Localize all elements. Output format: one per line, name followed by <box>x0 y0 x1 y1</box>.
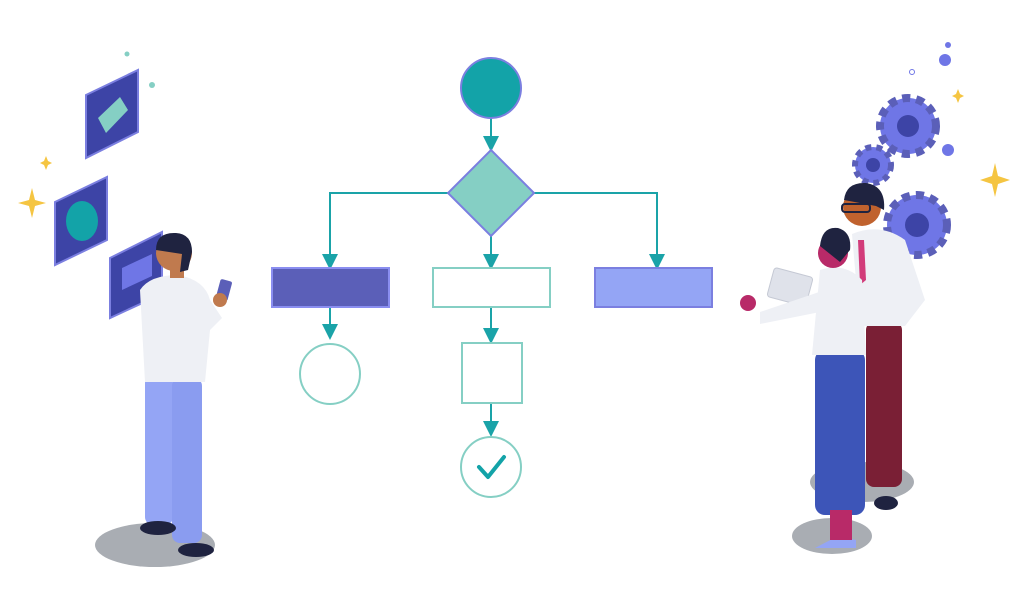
start-node <box>460 57 522 119</box>
floating-panels <box>18 51 163 320</box>
dot <box>909 69 915 75</box>
gear-hole <box>897 115 919 137</box>
dot <box>149 82 155 88</box>
arrow-decision-left <box>322 192 448 270</box>
panel-middle-circle <box>66 201 98 241</box>
hair <box>844 182 885 210</box>
person-left <box>95 232 232 567</box>
connectors <box>322 118 665 437</box>
torso <box>812 267 866 355</box>
torso <box>852 229 925 326</box>
gear-hole <box>905 213 929 237</box>
hair <box>820 227 851 262</box>
tie <box>858 240 866 285</box>
hand <box>213 293 227 307</box>
gears <box>852 42 1010 259</box>
shoe <box>140 521 176 535</box>
process-box-center <box>432 267 551 308</box>
sparkle-icon <box>980 163 1010 197</box>
torso <box>140 275 222 382</box>
hair <box>156 232 192 272</box>
gear-hole <box>866 158 880 172</box>
decision-diamond <box>446 148 536 238</box>
leg <box>145 375 173 525</box>
arm <box>760 290 830 324</box>
dot <box>942 144 954 156</box>
leg <box>172 378 202 543</box>
sparkle-icon <box>18 188 46 218</box>
process-square <box>461 342 523 404</box>
dot <box>945 42 951 48</box>
panel-top-diamond <box>98 97 128 133</box>
end-circle-left <box>299 343 361 405</box>
sparkle-icon <box>40 156 52 170</box>
shoe <box>874 496 898 510</box>
process-box-right <box>594 267 713 308</box>
process-box-left <box>271 267 390 308</box>
people-right <box>740 182 925 554</box>
dot <box>124 51 130 57</box>
shoe <box>178 543 214 557</box>
dot <box>939 54 951 66</box>
arrow-decision-right <box>534 192 665 270</box>
ankle <box>830 510 852 540</box>
glasses <box>841 203 871 213</box>
leg <box>866 322 902 487</box>
leg <box>815 350 865 515</box>
hand <box>740 295 756 311</box>
panel-bottom-rect <box>122 254 152 290</box>
sparkle-icon <box>952 89 964 103</box>
checkmark-icon <box>477 455 506 479</box>
tablet <box>766 267 814 307</box>
check-circle <box>460 436 522 498</box>
